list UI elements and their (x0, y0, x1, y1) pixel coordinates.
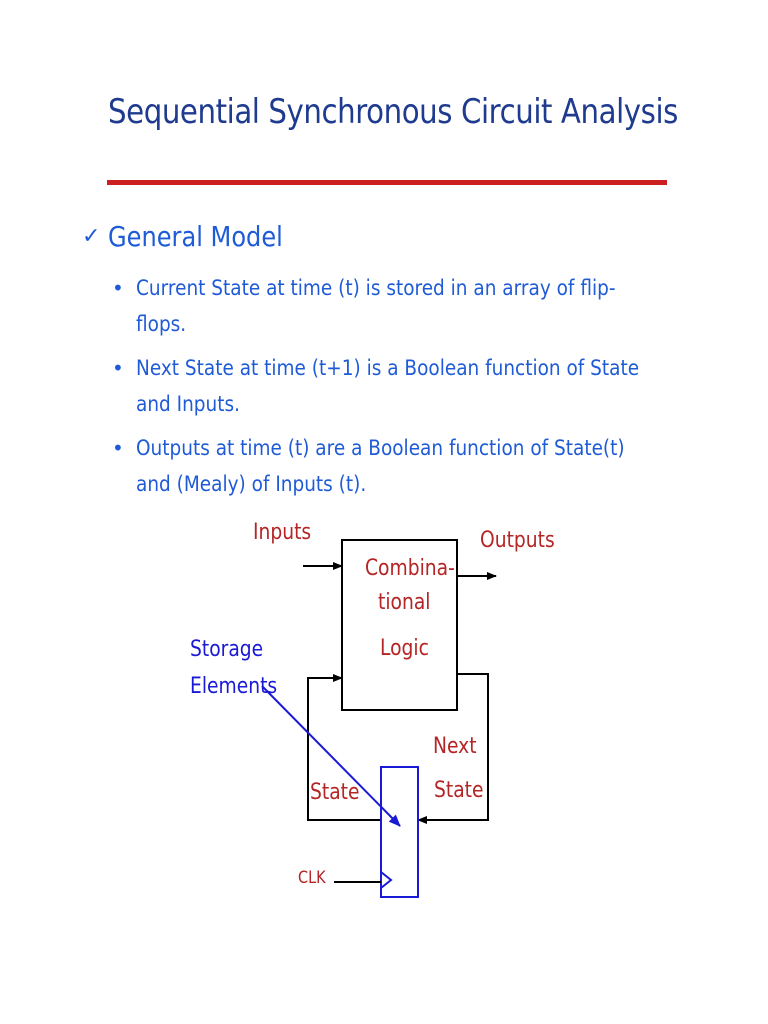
bullet-item: • Next State at time (t+1) is a Boolean … (112, 350, 672, 422)
logic-label-line3: Logic (380, 636, 429, 661)
clock-triangle-icon (380, 871, 393, 889)
bullet-text: Current State at time (t) is stored in a… (136, 276, 616, 336)
storage-pointer-arrow (261, 685, 401, 827)
storage-label-line1: Storage (190, 637, 264, 662)
storage-element-box (380, 766, 419, 898)
next-state-path (428, 673, 489, 821)
logic-label-line1: Combina- (365, 556, 455, 581)
bullet-text: Next State at time (t+1) is a Boolean fu… (136, 356, 640, 416)
storage-label-line2: Elements (190, 674, 278, 699)
next-state-label-line2: State (434, 778, 484, 803)
outputs-label: Outputs (480, 528, 555, 553)
combinational-logic-box (341, 539, 458, 711)
bullet-item: • Current State at time (t) is stored in… (112, 270, 672, 342)
bullet-list: • Current State at time (t) is stored in… (112, 270, 672, 510)
checkmark-icon: ✓ (82, 224, 101, 249)
bullet-icon: • (112, 436, 124, 460)
heading-text: General Model (108, 220, 284, 253)
next-state-label-line1: Next (433, 734, 477, 759)
bullet-icon: • (112, 356, 124, 380)
state-path (307, 677, 381, 821)
bullet-text: Outputs at time (t) are a Boolean functi… (136, 436, 625, 496)
heading-general-model: ✓ General Model (82, 220, 312, 253)
bullet-item: • Outputs at time (t) are a Boolean func… (112, 430, 672, 502)
logic-label-line2: tional (378, 590, 431, 615)
title-divider (107, 180, 667, 185)
bullet-icon: • (112, 276, 124, 300)
state-label: State (310, 780, 360, 805)
inputs-label: Inputs (253, 520, 312, 545)
slide-title: Sequential Synchronous Circuit Analysis (108, 92, 678, 132)
clk-label: CLK (298, 868, 326, 888)
